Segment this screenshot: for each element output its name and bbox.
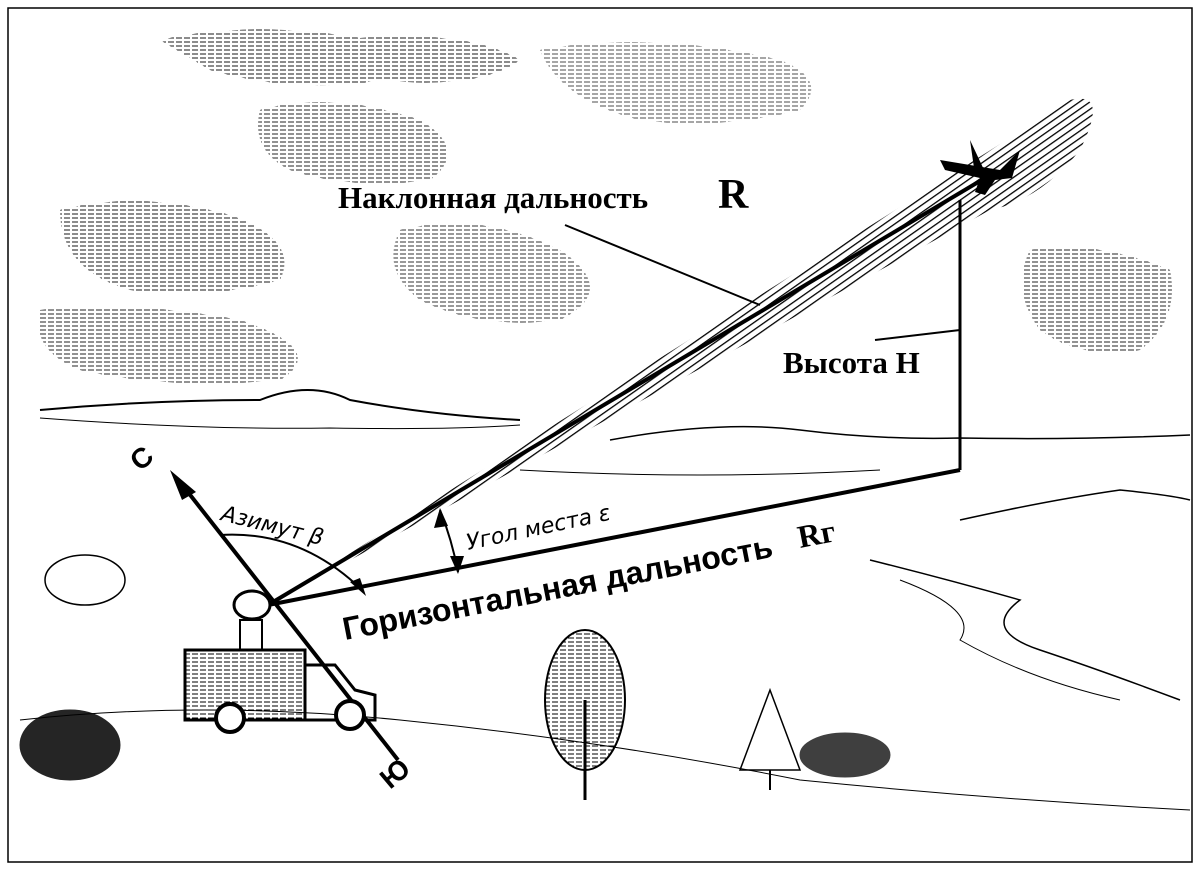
slant-range-label: Наклонная дальность: [338, 180, 648, 215]
radar-truck: [183, 589, 377, 734]
north-arrow: [170, 470, 196, 500]
clouds: [38, 29, 1172, 384]
horizontal-range-line: [267, 468, 961, 607]
elevation-arrow-up: [434, 508, 448, 528]
elevation-angle-label: Угол места ε: [464, 501, 613, 556]
horizontal-range-label: Горизонтальная дальность: [339, 528, 775, 647]
slant-range-symbol: R: [718, 172, 749, 218]
azimuth-arc: [219, 533, 363, 591]
slant-range-line: [266, 176, 987, 607]
horizontal-range-symbol: Rг: [794, 512, 838, 555]
azimuth-arrow: [350, 578, 366, 596]
trees: [19, 554, 891, 800]
azimuth-label: Азимут β: [217, 501, 326, 551]
north-label: С: [124, 440, 159, 477]
aircraft-icon: [940, 140, 1020, 195]
elevation-arrow-down: [450, 556, 464, 574]
altitude-label-pointer: [874, 329, 961, 341]
south-label: Ю: [374, 752, 416, 794]
frame-border: [7, 7, 1193, 863]
slant-label-pointer: [564, 224, 761, 306]
altitude-label: Высота Н: [783, 345, 920, 380]
radar-beam: [268, 98, 1093, 606]
